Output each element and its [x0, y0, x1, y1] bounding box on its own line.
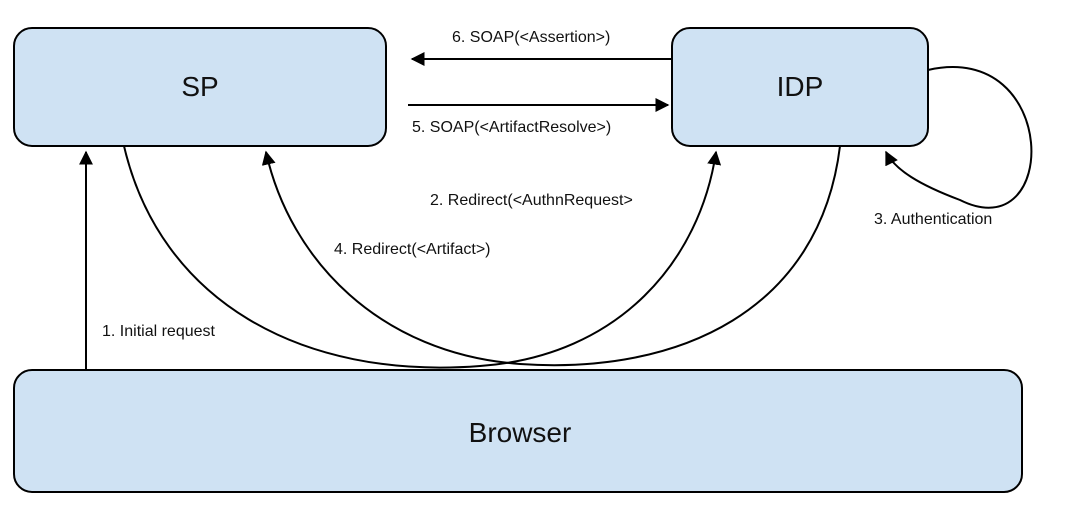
edge-redirect-artifact: 4. Redirect(<Artifact>)	[261, 145, 841, 367]
edge-authentication: 3. Authentication	[874, 66, 1033, 228]
edge-initial-request: 1. Initial request	[79, 150, 216, 370]
edge-redirect-artifact-label: 4. Redirect(<Artifact>)	[334, 241, 491, 258]
idp-label: IDP	[777, 71, 824, 102]
browser-node: Browser	[13, 369, 1023, 493]
edge-soap-artifact-resolve: 5. SOAP(<ArtifactResolve>)	[408, 98, 670, 136]
idp-node: IDP	[671, 27, 929, 147]
edge-soap-assertion-label: 6. SOAP(<Assertion>)	[452, 29, 610, 46]
browser-label: Browser	[469, 417, 572, 448]
edge-redirect-authn: 2. Redirect(<AuthnRequest>	[123, 145, 722, 369]
edge-soap-assertion: 6. SOAP(<Assertion>)	[410, 29, 672, 66]
sp-node: SP	[13, 27, 387, 147]
edge-soap-artifact-resolve-label: 5. SOAP(<ArtifactResolve>)	[412, 119, 611, 136]
edge-redirect-authn-label: 2. Redirect(<AuthnRequest>	[430, 192, 633, 209]
edge-initial-request-label: 1. Initial request	[102, 323, 216, 340]
edge-authentication-label: 3. Authentication	[874, 211, 992, 228]
sp-label: SP	[181, 71, 218, 102]
